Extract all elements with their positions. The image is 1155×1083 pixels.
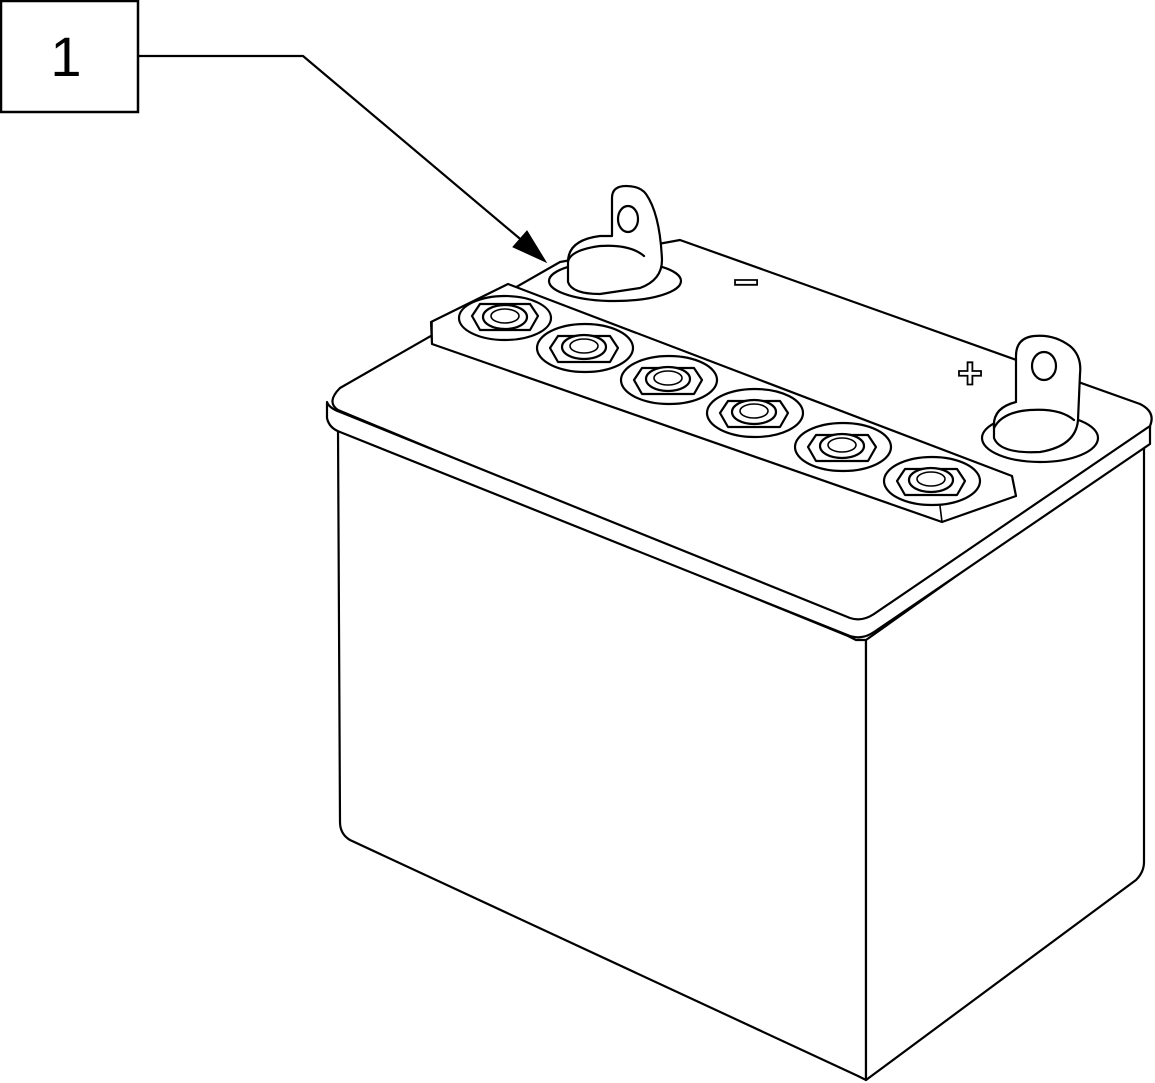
vent-cap-4 <box>705 387 805 439</box>
negative-terminal: − <box>547 184 760 308</box>
callout-number: 1 <box>50 25 81 88</box>
vent-cap-5 <box>793 421 893 473</box>
positive-symbol: + <box>957 349 983 398</box>
negative-symbol: − <box>733 258 759 307</box>
vent-cap-2 <box>535 322 635 374</box>
leader-arrow-icon <box>136 54 548 264</box>
vent-cap-6 <box>882 455 982 507</box>
callout-box[interactable]: 1 <box>0 0 140 114</box>
vent-cap-1 <box>457 294 553 342</box>
battery-icon: − + <box>325 184 1153 1082</box>
positive-terminal: + <box>956 334 1100 464</box>
vent-cap-3 <box>619 354 719 406</box>
